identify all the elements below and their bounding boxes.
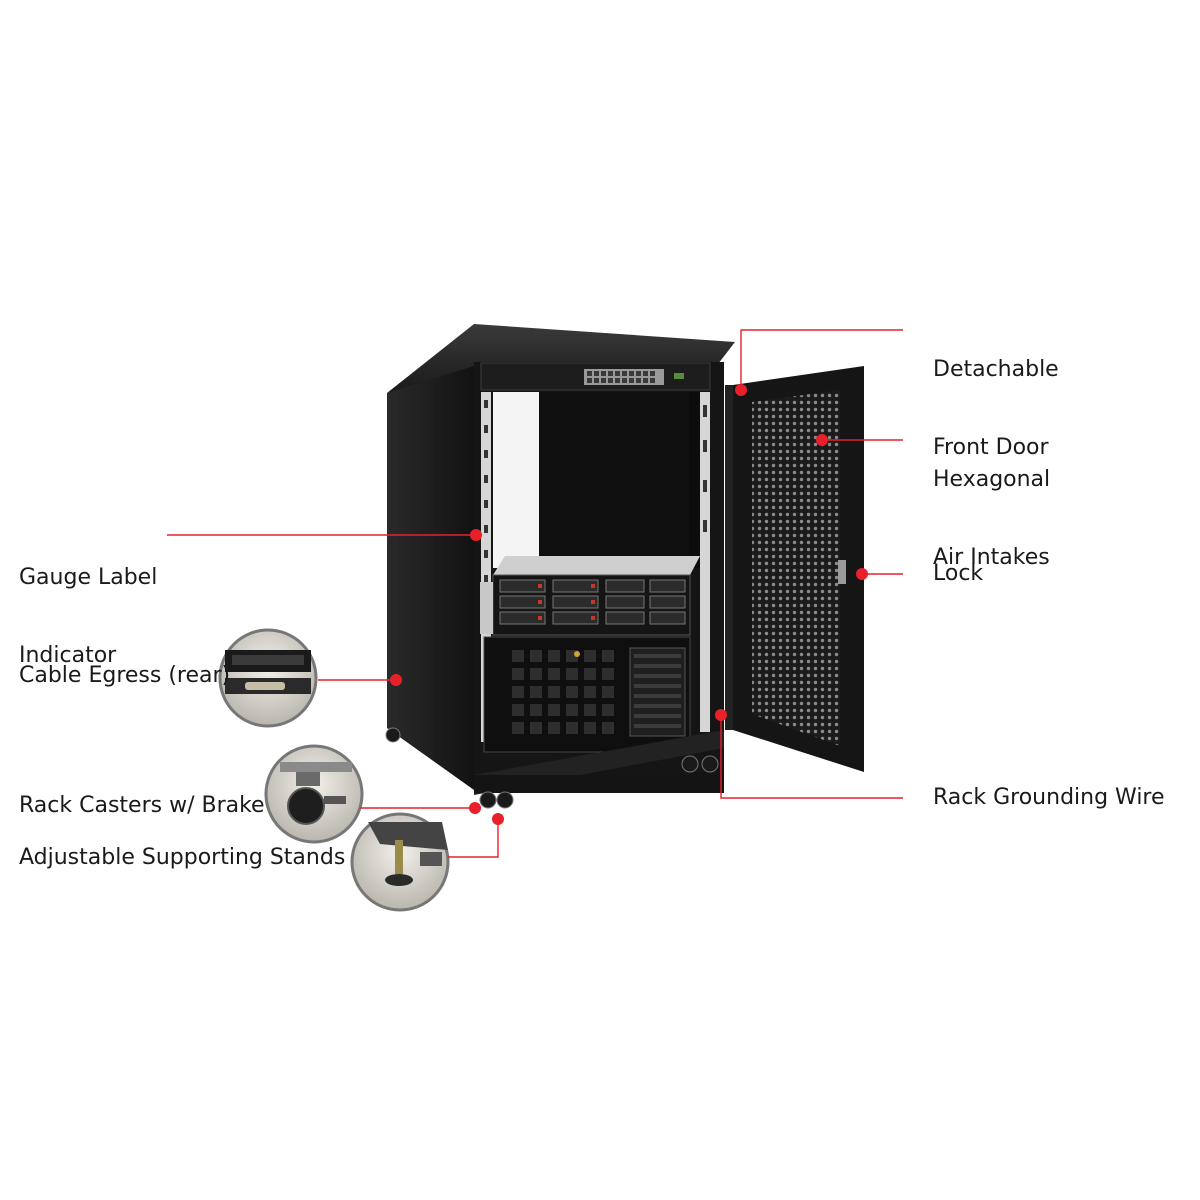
label-gauge-line1: Gauge Label bbox=[19, 565, 158, 590]
dot-casters bbox=[469, 802, 481, 814]
label-casters: Rack Casters w/ Brake bbox=[19, 793, 265, 818]
label-cable: Cable Egress (rear) bbox=[19, 663, 231, 688]
callout-line-front-door bbox=[740, 329, 903, 388]
rack-cabinet bbox=[385, 324, 735, 809]
label-air-intakes: Hexagonal Air Intakes bbox=[933, 415, 1050, 597]
label-grounding: Rack Grounding Wire bbox=[933, 785, 1165, 810]
rear-wall bbox=[539, 392, 689, 568]
switch-led bbox=[674, 373, 684, 379]
dot-air-intakes bbox=[816, 434, 828, 446]
door-lock-handle[interactable] bbox=[838, 560, 846, 584]
callout-line-stands bbox=[448, 820, 499, 858]
label-air-intakes-line1: Hexagonal bbox=[933, 467, 1051, 492]
server-handle bbox=[480, 582, 493, 634]
cable-egress-inset bbox=[218, 628, 318, 728]
front-door[interactable] bbox=[725, 366, 864, 772]
tower-drive-slots bbox=[634, 654, 681, 728]
tower-power-led bbox=[574, 651, 580, 657]
label-front-door-line2: Front Door bbox=[933, 435, 1049, 460]
dot-stands bbox=[492, 813, 504, 825]
caster-inset bbox=[264, 744, 364, 844]
right-rail bbox=[700, 392, 710, 732]
left-rail bbox=[481, 392, 491, 742]
dot-grounding bbox=[715, 709, 727, 721]
label-gauge: Gauge Label Indicator bbox=[19, 513, 157, 695]
rack-casters bbox=[385, 727, 719, 809]
label-gauge-line2: Indicator bbox=[19, 643, 117, 668]
callout-lines bbox=[167, 329, 903, 858]
switch-port-grid bbox=[587, 371, 655, 383]
label-front-door-line1: Detachable bbox=[933, 357, 1059, 382]
supporting-stand-inset bbox=[350, 812, 450, 912]
tower-vent-grid bbox=[512, 650, 614, 734]
storage-server-top bbox=[493, 556, 700, 575]
rear-opening-light bbox=[493, 392, 539, 568]
door-hinge-edge bbox=[725, 385, 733, 730]
dot-cable bbox=[390, 674, 402, 686]
tower-drive-panel bbox=[629, 647, 686, 737]
drive-leds bbox=[538, 584, 595, 620]
dot-front-door bbox=[735, 384, 747, 396]
label-front-door: Detachable Front Door bbox=[933, 305, 1059, 487]
label-stands: Adjustable Supporting Stands bbox=[19, 845, 346, 870]
dot-gauge bbox=[470, 529, 482, 541]
callout-dots bbox=[390, 384, 868, 825]
cabinet-side-panel bbox=[387, 366, 474, 790]
dot-lock bbox=[856, 568, 868, 580]
callout-line-grounding bbox=[720, 716, 903, 799]
hexagonal-perforation bbox=[752, 390, 840, 746]
drive-bays bbox=[499, 579, 686, 625]
cabinet-base-front bbox=[474, 775, 724, 793]
right-rail-holes bbox=[703, 405, 707, 532]
label-lock: Lock bbox=[933, 561, 984, 586]
label-air-intakes-line2: Air Intakes bbox=[933, 545, 1050, 570]
